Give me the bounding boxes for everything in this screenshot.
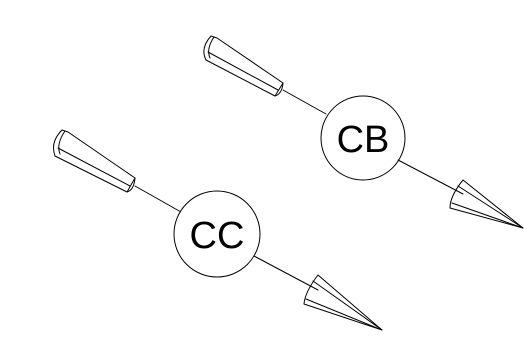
marker-cb-tail-icon bbox=[203, 35, 284, 97]
marker-cb: CB bbox=[203, 35, 524, 229]
marker-cc-tail-icon bbox=[53, 129, 136, 193]
marker-cc-leader-out bbox=[253, 255, 319, 291]
marker-cc-label: CC bbox=[190, 215, 245, 257]
marker-cb-leader-in bbox=[282, 89, 327, 115]
marker-cc-arrowhead-icon bbox=[303, 274, 383, 331]
marker-cb-leader-out bbox=[397, 159, 464, 195]
marker-cc-bubble bbox=[173, 190, 261, 278]
marker-cc-leader-in bbox=[134, 185, 182, 213]
marker-cb-arrowhead-icon bbox=[449, 179, 524, 229]
marker-cb-bubble bbox=[320, 95, 406, 181]
marker-cb-label: CB bbox=[337, 119, 390, 161]
marker-cc: CC bbox=[53, 129, 383, 331]
